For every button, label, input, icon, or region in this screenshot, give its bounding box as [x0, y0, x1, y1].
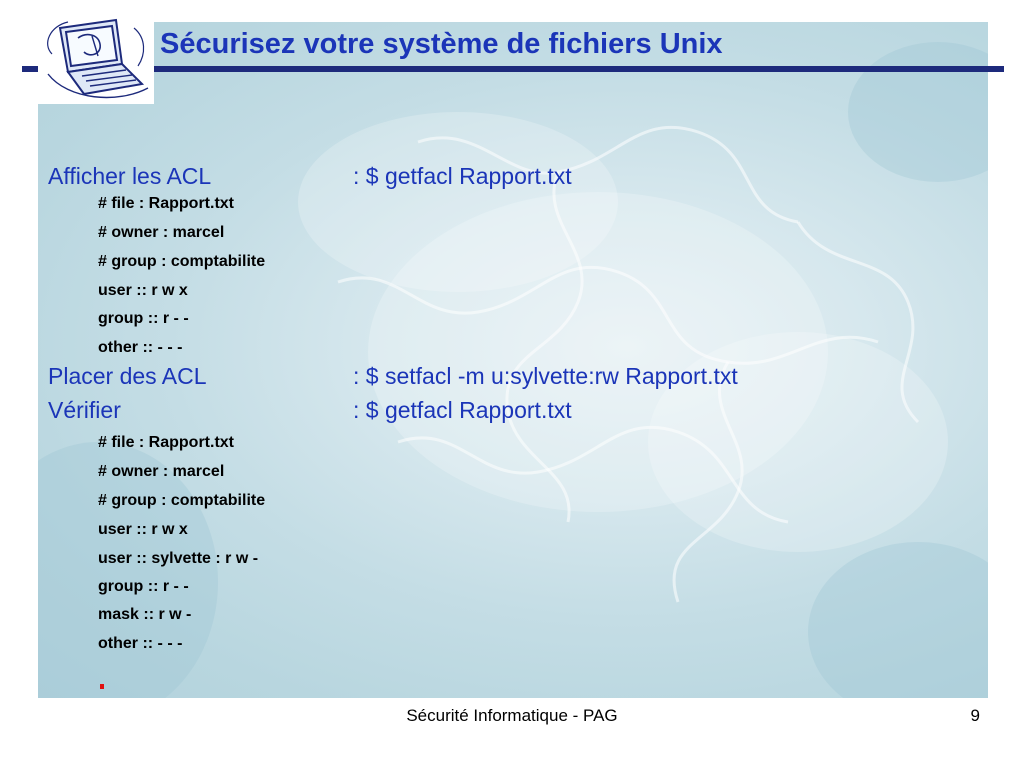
title-rule — [22, 66, 1004, 72]
footer-text: Sécurité Informatique - PAG — [406, 706, 618, 725]
output-line: # file : Rapport.txt — [98, 434, 235, 451]
output-line: group :: r - - — [98, 578, 189, 595]
page-number: 9 — [970, 706, 980, 725]
section-command: : $ getfacl Rapport.txt — [353, 397, 572, 423]
section-command: : $ setfacl -m u:sylvette:rw Rapport.txt — [353, 363, 738, 389]
section-label: Afficher les ACL — [48, 163, 212, 189]
output-line: group :: r - - — [98, 310, 189, 327]
output-line: # file : Rapport.txt — [98, 195, 235, 212]
output-line: user :: sylvette : r w - — [98, 550, 259, 567]
section-command: : $ getfacl Rapport.txt — [353, 163, 572, 189]
output-line: # owner : marcel — [98, 463, 225, 480]
output-line: mask :: r w - — [98, 606, 192, 623]
slide-title: Sécurisez votre système de fichiers Unix — [160, 28, 723, 60]
output-line: # owner : marcel — [98, 224, 225, 241]
section-label: Placer des ACL — [48, 363, 207, 389]
bullet-marker — [100, 684, 104, 689]
output-line: user :: r w x — [98, 282, 188, 299]
output-line: user :: r w x — [98, 521, 188, 538]
output-line: # group : comptabilite — [98, 253, 266, 270]
section-label: Vérifier — [48, 397, 121, 423]
laptop-logo-icon — [38, 14, 154, 104]
puzzle-pattern — [38, 42, 988, 698]
output-line: other :: - - - — [98, 635, 183, 652]
output-line: # group : comptabilite — [98, 492, 266, 509]
slide-background — [38, 22, 988, 698]
output-line: other :: - - - — [98, 339, 183, 356]
